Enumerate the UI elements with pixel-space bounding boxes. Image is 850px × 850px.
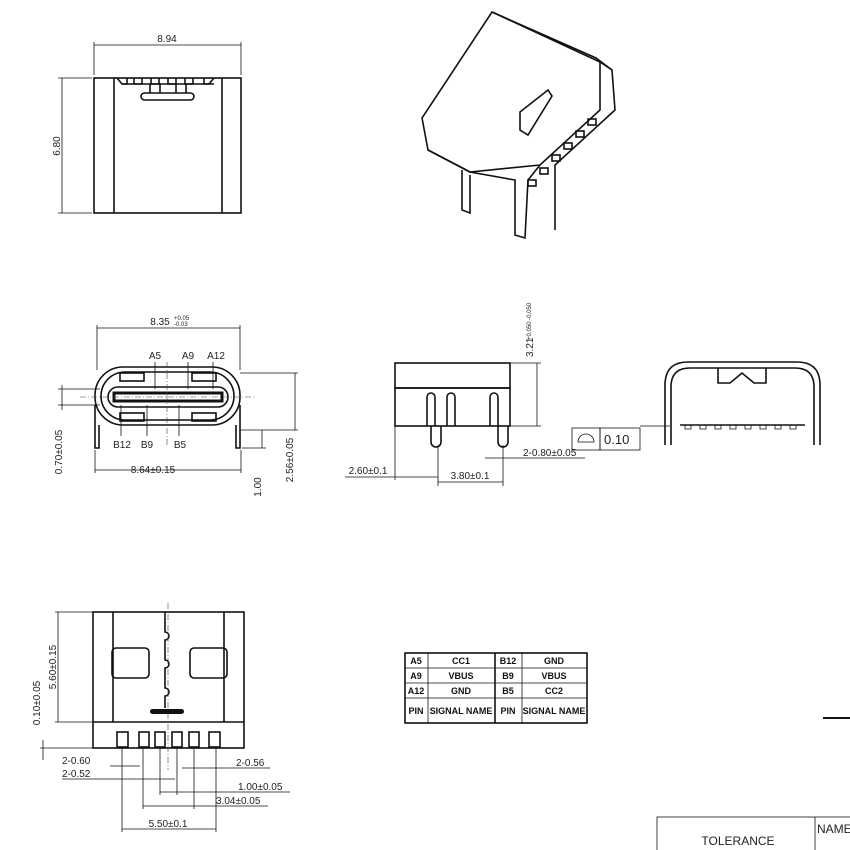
pin-label-a9: A9 — [182, 351, 195, 362]
isometric-view — [421, 10, 616, 240]
table-cell: B9 — [502, 671, 514, 681]
tolerance-label: TOLERANCE — [701, 834, 774, 848]
side-offset-dim: 2.60±0.1 — [349, 466, 388, 477]
pin-table-row: A12 GND B5 CC2 — [408, 686, 563, 696]
side-pitch-dim: 3.80±0.1 — [451, 471, 490, 482]
table-cell: A5 — [410, 656, 422, 666]
pin-table-row: A9 VBUS B9 VBUS — [410, 671, 566, 681]
top-view-outline — [93, 77, 242, 214]
top-view: 8.94 6.80 — [52, 34, 242, 214]
bottom-height-dim: 5.60±0.15 — [48, 644, 59, 689]
table-cell: B12 — [500, 656, 517, 666]
table-cell: GND — [544, 656, 565, 666]
table-cell: CC1 — [452, 656, 470, 666]
side-view: 3.21 +0.050 -0.050 2.60±0.1 3.80±0.1 2-0… — [345, 302, 670, 486]
pin-table-row: A5 CC1 B12 GND — [410, 656, 564, 666]
pin-label-a5: A5 — [149, 351, 162, 362]
dim-2-0.60: 2-0.60 — [62, 756, 91, 767]
table-header-cell: SIGNAL NAME — [430, 706, 493, 716]
front-width-tol-minus: -0.03 — [174, 322, 188, 328]
bottom-pins — [116, 731, 221, 748]
top-height-dim: 6.80 — [52, 136, 63, 156]
front-leg-height: 1.00 — [253, 477, 264, 497]
front-leg-dim: 0.70±0.05 — [54, 429, 65, 474]
bottom-view: 5.60±0.15 0.10±0.05 2-0.60 2-0.52 2-0.56… — [32, 603, 290, 832]
table-cell: CC2 — [545, 686, 563, 696]
flatness-tolerance-frame: 0.10 — [571, 425, 670, 451]
pin-label-b12: B12 — [113, 440, 131, 451]
front-width-tol-plus: +0.05 — [174, 316, 190, 322]
table-cell: VBUS — [448, 671, 473, 681]
dim-2-0.52: 2-0.52 — [62, 769, 91, 780]
table-cell: A9 — [410, 671, 422, 681]
flatness-symbol-icon — [577, 433, 595, 443]
dim-3.04: 3.04±0.05 — [216, 796, 261, 807]
table-header-cell: SIGNAL NAME — [523, 706, 586, 716]
table-cell: A12 — [408, 686, 425, 696]
pin-table-header: PIN SIGNAL NAME PIN SIGNAL NAME — [408, 706, 585, 716]
pin-label-b5: B5 — [174, 440, 187, 451]
front-height-dim: 2.56±0.05 — [285, 437, 296, 482]
iso-pins — [527, 118, 597, 187]
dim-1.00: 1.00±0.05 — [238, 782, 283, 793]
pin-table: A5 CC1 B12 GND A9 VBUS B9 VBUS A12 GND B… — [404, 652, 588, 724]
side-height-dim: 3.21 — [525, 337, 536, 357]
dim-2-0.56: 2-0.56 — [236, 758, 265, 769]
pin-label-a12: A12 — [207, 351, 225, 362]
table-cell: GND — [451, 686, 472, 696]
table-header-cell: PIN — [408, 706, 423, 716]
table-cell: B5 — [502, 686, 514, 696]
end-view — [664, 361, 821, 445]
side-height-tol: +0.050 -0.050 — [527, 302, 533, 340]
top-width-dim: 8.94 — [157, 34, 177, 45]
title-block: TOLERANCE NAME — [656, 717, 850, 850]
table-cell: VBUS — [541, 671, 566, 681]
front-width-dim: 8.35 — [150, 317, 170, 328]
pin-label-b9: B9 — [141, 440, 154, 451]
front-overall-width: 8.64±0.15 — [131, 465, 176, 476]
name-label: NAME — [817, 822, 850, 836]
dim-5.50: 5.50±0.1 — [149, 819, 188, 830]
front-view: A5 A9 A12 B12 B9 B5 8.35 +0.05 -0.03 8.6… — [54, 316, 298, 497]
side-leg-width: 2-0.80±0.05 — [523, 448, 577, 459]
bottom-offset-dim: 0.10±0.05 — [32, 680, 43, 725]
table-header-cell: PIN — [500, 706, 515, 716]
flatness-value: 0.10 — [604, 432, 629, 447]
